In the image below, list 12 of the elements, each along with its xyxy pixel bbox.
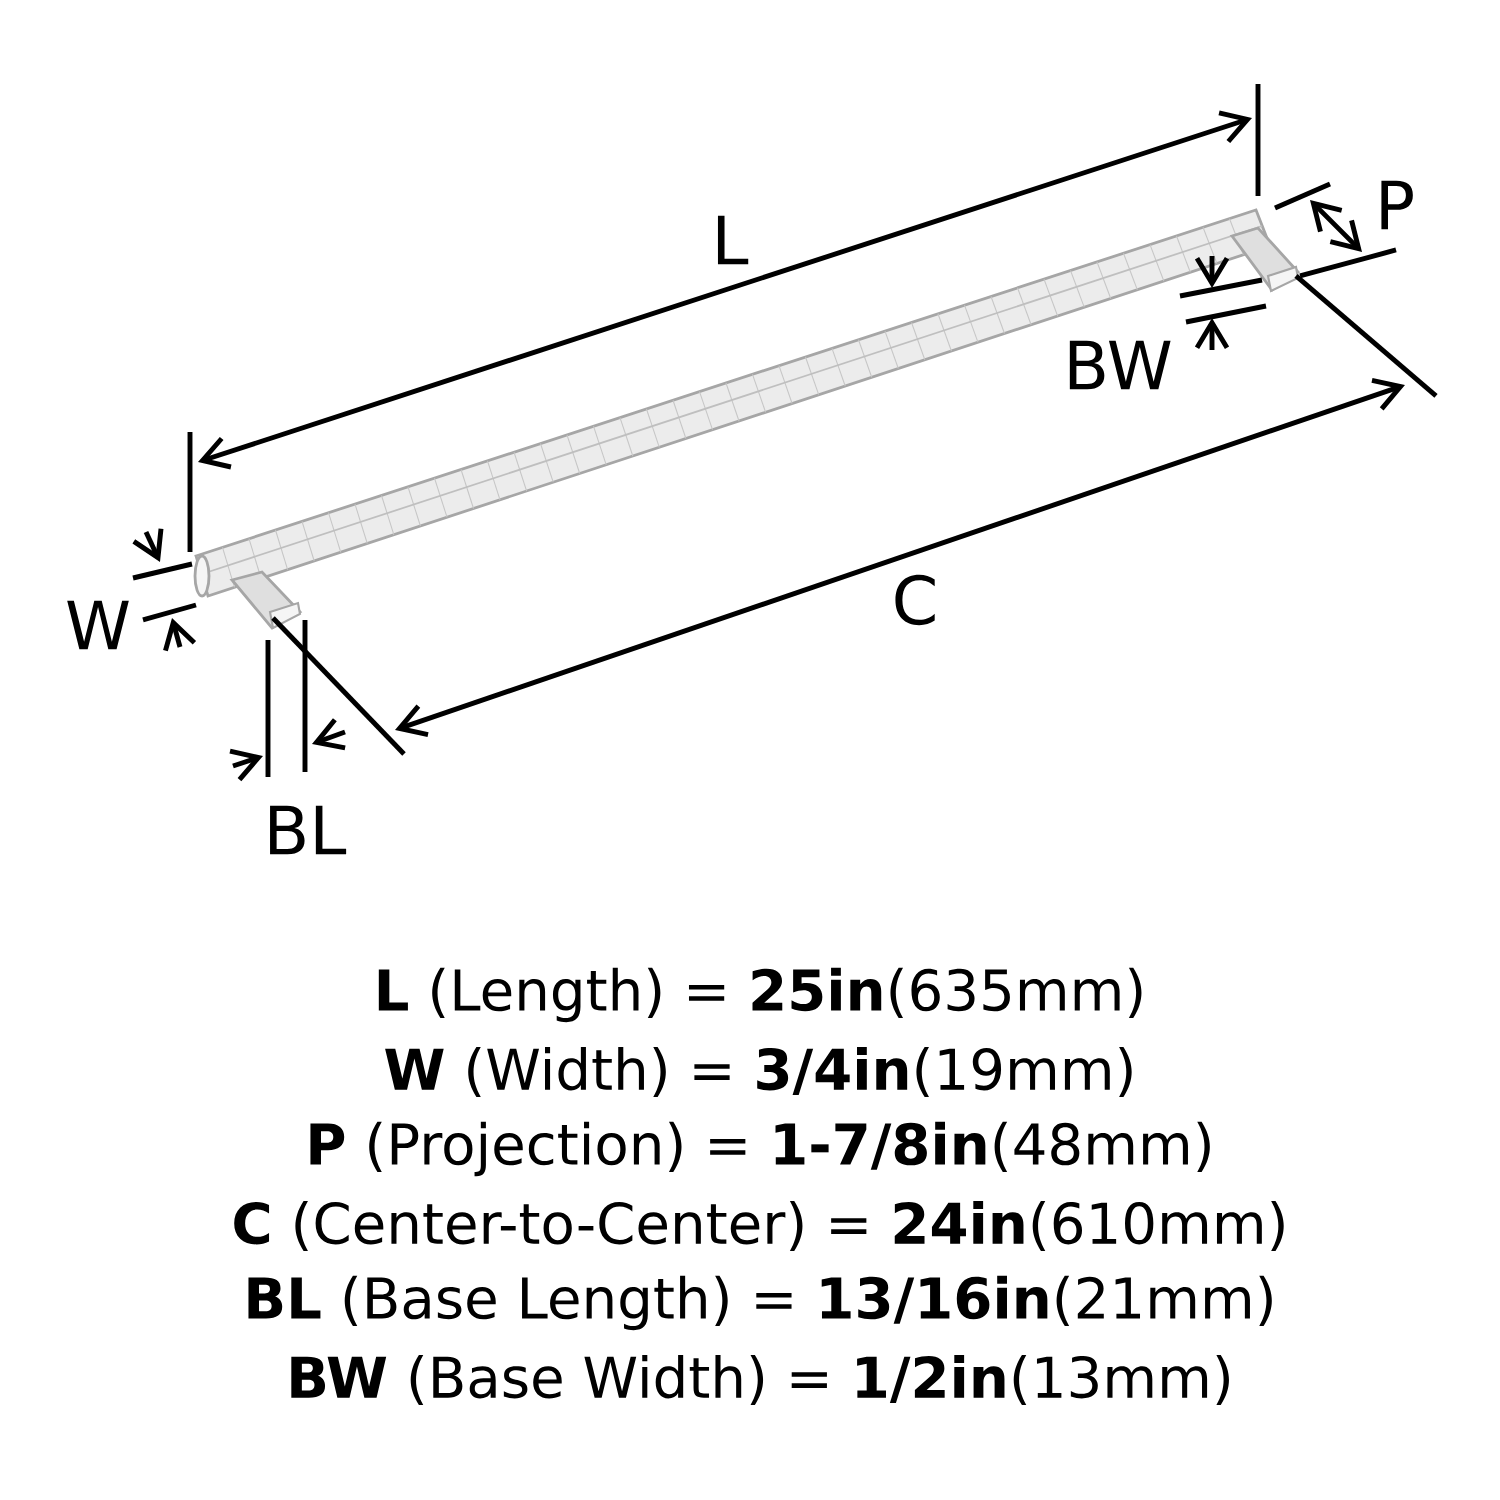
dimension-label: L bbox=[717, 215, 749, 265]
spec-line: BW (Base Width) = 1/2in(13mm) bbox=[291, 1354, 1229, 1406]
spec-line: L (Length) = 25in(635mm) bbox=[378, 967, 1142, 1023]
spec-line: BL (Base Length) = 13/16in(21mm) bbox=[248, 1275, 1272, 1331]
dimension-label: BL bbox=[270, 805, 347, 855]
dimension-label: C bbox=[895, 574, 935, 626]
dimension-label: W bbox=[67, 600, 129, 650]
spec-line: C (Center-to-Center) = 24in(610mm) bbox=[234, 1200, 1284, 1252]
dimension-label: BW bbox=[1069, 340, 1171, 390]
spec-line: P (Projection) = 1-7/8in(48mm) bbox=[310, 1121, 1210, 1177]
spec-line: W (Width) = 3/4in(19mm) bbox=[385, 1046, 1132, 1098]
dimension-label: P bbox=[1381, 180, 1413, 230]
